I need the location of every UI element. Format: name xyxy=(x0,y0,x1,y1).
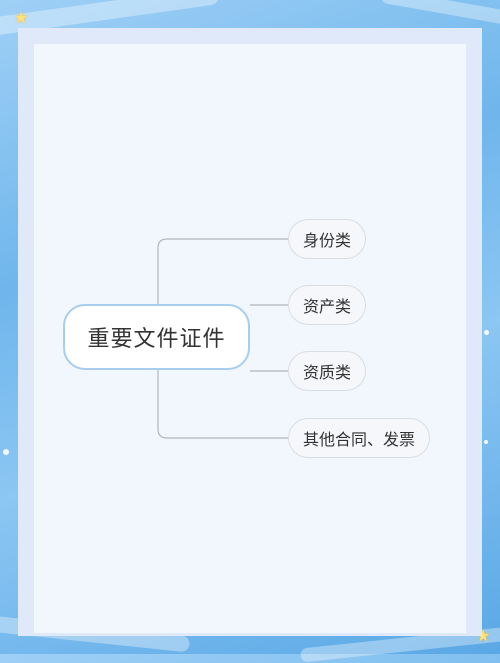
branch-node-label: 资产类 xyxy=(303,297,352,316)
branch-node-label: 身份类 xyxy=(303,231,352,250)
connector-trunk xyxy=(157,370,289,439)
branch-node-label: 资质类 xyxy=(303,363,352,382)
branch-node-label: 其他合同、发票 xyxy=(303,430,416,449)
sparkle-dot xyxy=(484,330,489,335)
star-icon: ★ xyxy=(14,8,29,27)
connector-trunk xyxy=(157,238,289,304)
branch-node: 身份类 xyxy=(288,219,367,259)
branch-node: 资产类 xyxy=(288,285,367,325)
sparkle-dot xyxy=(3,449,9,455)
branch-node: 资质类 xyxy=(288,351,367,391)
outer-frame xyxy=(18,28,482,636)
root-node: 重要文件证件 xyxy=(63,304,250,370)
branch-node: 其他合同、发票 xyxy=(288,418,431,458)
root-node-label: 重要文件证件 xyxy=(87,327,226,352)
sparkle-dot xyxy=(484,440,488,444)
